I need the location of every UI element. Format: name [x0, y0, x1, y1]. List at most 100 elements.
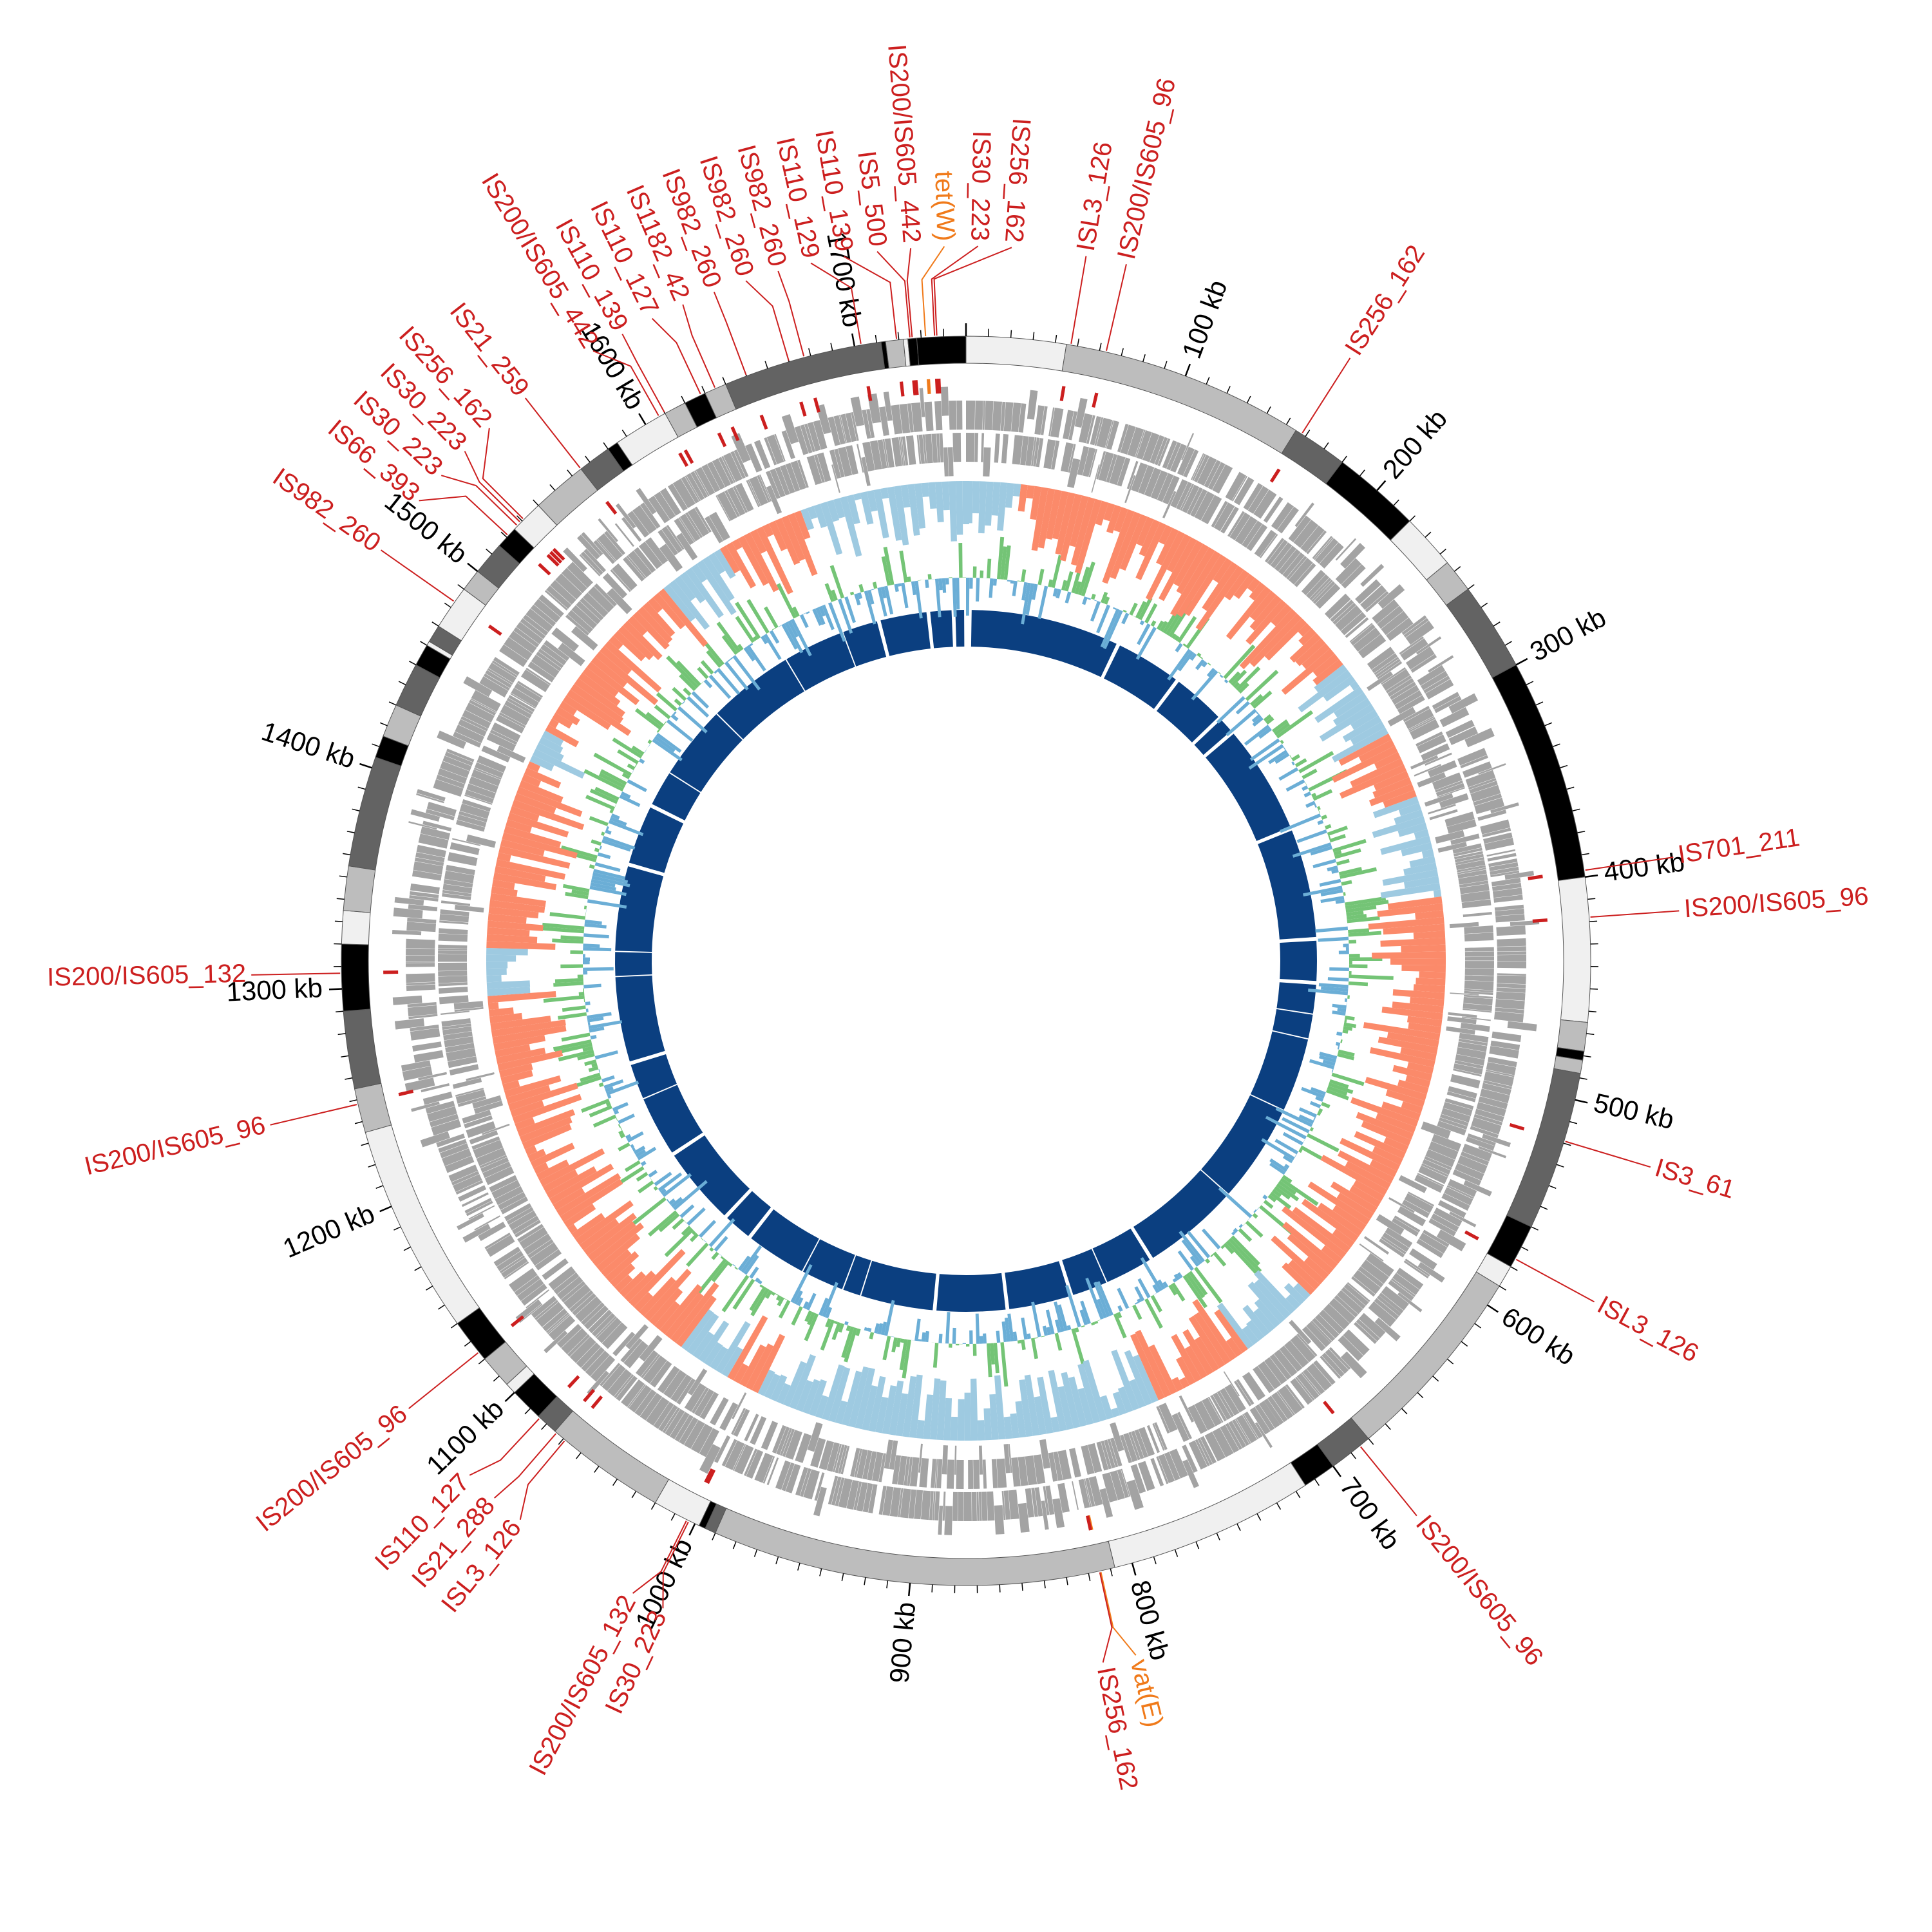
- is-element-label[interactable]: IS200/IS605_96: [82, 1111, 268, 1181]
- is-element-label[interactable]: ISL3_126: [1072, 140, 1118, 253]
- gc-content-bar: [1298, 1114, 1314, 1124]
- is-element-label[interactable]: IS200/IS605_132: [47, 960, 247, 992]
- gc-skew-bar: [579, 1218, 620, 1251]
- is-element-label[interactable]: IS982_260: [267, 462, 386, 557]
- gc-content-bar: [1144, 603, 1158, 624]
- cds-feature: [418, 1072, 448, 1081]
- cds-feature: [597, 533, 623, 561]
- gc-skew-bar: [1117, 1387, 1133, 1414]
- gc-content-bar: [1031, 1302, 1041, 1338]
- gc-skew-bar: [1380, 835, 1431, 855]
- minor-tick: [650, 1502, 656, 1510]
- is-element-label[interactable]: IS200/IS605_96: [1683, 882, 1870, 923]
- cds-feature: [994, 1505, 1005, 1535]
- is-element-label[interactable]: IS701_211: [1676, 823, 1802, 869]
- cds-feature: [750, 1416, 767, 1445]
- is-element-label[interactable]: IS256_162: [999, 117, 1036, 243]
- cds-feature: [447, 852, 478, 866]
- cds-feature: [1211, 500, 1228, 528]
- cds-feature: [1301, 1372, 1321, 1396]
- resistance-gene-label[interactable]: vat(E): [1125, 1656, 1169, 1730]
- gc-skew-bar: [1239, 609, 1297, 670]
- gc-content-bar: [1137, 623, 1151, 645]
- cds-feature: [418, 833, 449, 849]
- minor-tick: [408, 661, 417, 666]
- is-element-label[interactable]: IS3_61: [1652, 1153, 1738, 1204]
- cds-feature: [422, 1092, 453, 1105]
- cds-feature: [1381, 611, 1409, 636]
- gc-content-bar: [728, 1262, 733, 1267]
- cds-feature: [410, 1028, 440, 1041]
- cds-feature: [685, 475, 701, 502]
- gc-content-bar: [570, 950, 583, 954]
- is-element-label[interactable]: IS200/IS605_96: [1410, 1510, 1549, 1671]
- cds-feature: [648, 495, 670, 524]
- gc-skew-bar: [1070, 497, 1095, 566]
- cds-feature: [526, 1289, 549, 1309]
- cds-feature: [1467, 1133, 1496, 1146]
- cds-feature: [422, 820, 452, 831]
- gc-skew-bar: [545, 724, 580, 748]
- gc-content-bar: [1117, 1305, 1123, 1312]
- is-element-label[interactable]: IS256_162: [1340, 240, 1430, 361]
- cds-feature: [1455, 1054, 1485, 1066]
- gc-content-bar: [1159, 621, 1168, 632]
- cds-feature: [909, 1457, 920, 1487]
- cds-feature: [1231, 1419, 1250, 1446]
- cds-feature: [1314, 538, 1339, 564]
- is-element-mark: [866, 386, 873, 401]
- is-element-label[interactable]: IS30_223: [965, 131, 996, 242]
- cds-feature: [819, 1440, 835, 1470]
- cds-feature: [1466, 1136, 1495, 1151]
- gc-content-bar: [1021, 582, 1031, 625]
- gc-content-bar: [588, 1020, 623, 1030]
- cds-feature: [1386, 618, 1414, 641]
- cds-feature: [759, 474, 772, 502]
- cds-feature: [1489, 1046, 1519, 1059]
- cds-feature: [449, 1064, 479, 1075]
- cds-feature: [949, 401, 957, 430]
- gc-content-bar: [666, 1198, 670, 1203]
- label-connector: [810, 262, 862, 344]
- cds-feature: [1423, 676, 1450, 694]
- cds-feature: [1144, 468, 1162, 497]
- cds-feature: [1464, 990, 1493, 996]
- is-element-label[interactable]: ISL3_126: [1593, 1291, 1703, 1368]
- gc-content-bar: [1231, 670, 1247, 687]
- gc-content-bar: [735, 601, 761, 639]
- cds-feature: [533, 598, 561, 623]
- gc-skew-bar: [687, 1313, 719, 1356]
- cds-feature: [457, 1096, 487, 1107]
- cds-feature: [450, 842, 480, 855]
- gc-content-bar: [1175, 643, 1183, 652]
- gc-skew-bar: [587, 1221, 636, 1262]
- cds-feature: [1041, 1501, 1049, 1530]
- resistance-gene-label[interactable]: tet(W): [929, 171, 960, 242]
- gc-content-bar: [952, 578, 957, 617]
- cds-feature: [1464, 956, 1494, 961]
- cds-feature: [942, 1445, 948, 1475]
- gc-content-bar: [620, 1133, 626, 1139]
- gc-content-bar: [1328, 835, 1331, 840]
- gc-content-bar: [1263, 714, 1272, 723]
- gc-content-bar: [1318, 810, 1320, 814]
- cds-feature: [1486, 849, 1516, 857]
- cds-feature: [1490, 866, 1519, 875]
- is-element-label[interactable]: IS200/IS605_96: [1112, 75, 1181, 261]
- gc-content-bar: [1135, 627, 1157, 660]
- cds-feature: [471, 690, 501, 712]
- cds-feature: [1011, 402, 1021, 432]
- cds-feature: [694, 470, 710, 497]
- cds-feature: [482, 1161, 511, 1179]
- is-element-label[interactable]: IS5_500: [852, 149, 892, 248]
- minor-tick: [493, 1376, 500, 1382]
- cds-feature: [1072, 1481, 1079, 1510]
- is-element-label[interactable]: IS200/IS605_96: [251, 1399, 412, 1537]
- cds-feature: [1455, 860, 1486, 871]
- cds-feature: [1083, 1479, 1092, 1508]
- cds-feature: [754, 1452, 773, 1483]
- gc-skew-bar: [504, 1075, 562, 1098]
- cds-feature: [958, 1492, 964, 1521]
- cds-feature: [466, 1200, 493, 1217]
- cds-feature: [410, 1025, 439, 1032]
